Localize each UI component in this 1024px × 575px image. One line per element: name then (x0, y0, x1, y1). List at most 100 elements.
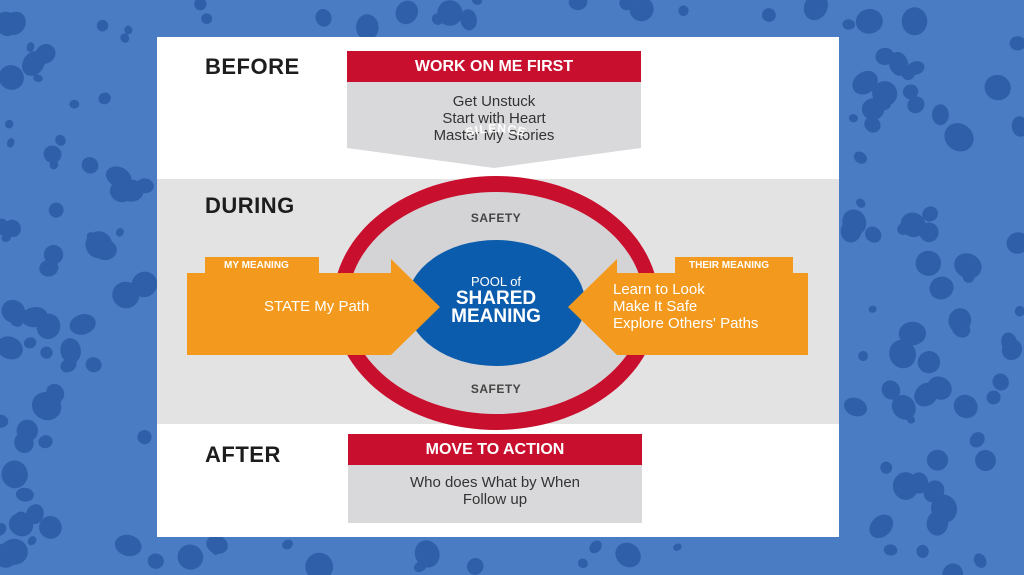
background-dot (917, 351, 941, 374)
background-dot (85, 357, 102, 373)
background-dot (0, 543, 18, 568)
background-dot (16, 419, 38, 442)
after-item: Follow up (462, 491, 528, 508)
background-dot (177, 544, 204, 570)
background-dot (282, 539, 293, 550)
background-dot (865, 226, 882, 243)
background-dot (21, 307, 48, 328)
background-dot (973, 553, 987, 568)
background-dot (206, 535, 228, 554)
dialogue-diagram: SILENCE VIOLENCE SAFETY SAFETY POOL of S… (187, 121, 808, 488)
background-dot (923, 480, 945, 503)
background-dot (60, 338, 81, 364)
after-label: AFTER (205, 442, 281, 467)
background-dot (395, 0, 419, 25)
background-dot (48, 202, 64, 218)
background-dot (673, 543, 682, 551)
background-dot (891, 394, 916, 420)
pool-of-shared-meaning (407, 240, 585, 366)
background-dot (114, 534, 142, 557)
background-dot (951, 318, 971, 338)
background-dot (201, 13, 213, 25)
background-dot (855, 198, 866, 208)
background-dot (211, 545, 221, 555)
background-dot (33, 74, 43, 83)
background-dot (31, 51, 46, 67)
background-dot (909, 472, 929, 494)
background-dot (975, 449, 996, 472)
background-dot (954, 253, 982, 279)
background-dot (868, 305, 877, 313)
background-dot (414, 540, 440, 568)
background-dot (0, 414, 9, 428)
background-dot (880, 97, 891, 110)
state-my-path-label: STATE My Path (264, 298, 370, 315)
background-dot (629, 0, 654, 22)
background-dot (883, 544, 898, 556)
background-dot (589, 540, 602, 554)
before-label: BEFORE (205, 54, 300, 79)
background-dot (842, 19, 855, 30)
background-dot (926, 511, 949, 536)
background-dot (0, 218, 10, 236)
background-dot (120, 33, 130, 43)
background-dot (864, 116, 881, 133)
background-dot (678, 5, 689, 16)
background-dot (27, 536, 37, 546)
before-arrow-box (347, 82, 641, 168)
background-dot (43, 244, 64, 265)
pool-line-1: POOL of (471, 274, 521, 289)
background-dot (880, 461, 893, 474)
their-meaning-tab-label: THEIR MEANING (689, 260, 769, 271)
my-meaning-tab (205, 257, 319, 274)
background-dot (98, 92, 111, 105)
my-meaning-arrow (187, 259, 440, 355)
my-meaning-tab-label: MY MEANING (224, 260, 289, 271)
background-dot (944, 123, 974, 152)
background-dot (1011, 116, 1024, 137)
background-dot (926, 449, 949, 471)
background-dot (5, 119, 14, 129)
background-dot (615, 542, 641, 568)
background-dot (889, 339, 917, 369)
their-meaning-tab (675, 257, 793, 274)
background-dot (902, 84, 919, 100)
background-dot (875, 47, 895, 66)
safety-top-label: SAFETY (471, 211, 521, 225)
before-item: Master My Stories (433, 127, 555, 144)
background-dot (471, 0, 483, 5)
background-dot (6, 138, 15, 148)
background-dot (26, 504, 44, 525)
safety-bottom-label: SAFETY (471, 382, 521, 396)
background-dot (619, 0, 634, 11)
background-dot (40, 346, 53, 359)
background-dot (93, 239, 117, 261)
background-dot (843, 397, 868, 417)
background-dot (15, 487, 34, 502)
background-dot (986, 390, 1001, 405)
background-dot (922, 206, 938, 222)
background-dot (147, 553, 164, 569)
background-dot (0, 65, 24, 90)
background-dot (437, 0, 463, 26)
background-dot (315, 9, 332, 27)
their-meaning-item: Explore Others' Paths (613, 315, 759, 332)
background-dot (842, 209, 867, 236)
background-dot (921, 252, 941, 271)
pool-line-3: MEANING (451, 306, 541, 327)
background-dot (898, 321, 927, 346)
background-dot (916, 544, 929, 558)
background-dot (466, 557, 484, 575)
background-dot (852, 70, 878, 95)
background-dot (577, 558, 588, 569)
background-dot (414, 561, 427, 573)
background-dot (861, 98, 885, 120)
background-dot (1, 460, 28, 489)
background-dot (69, 314, 96, 335)
background-dot (10, 313, 24, 327)
background-dot (568, 0, 588, 11)
background-dot (914, 382, 939, 407)
background-dot (109, 181, 133, 203)
background-dot (460, 9, 477, 31)
